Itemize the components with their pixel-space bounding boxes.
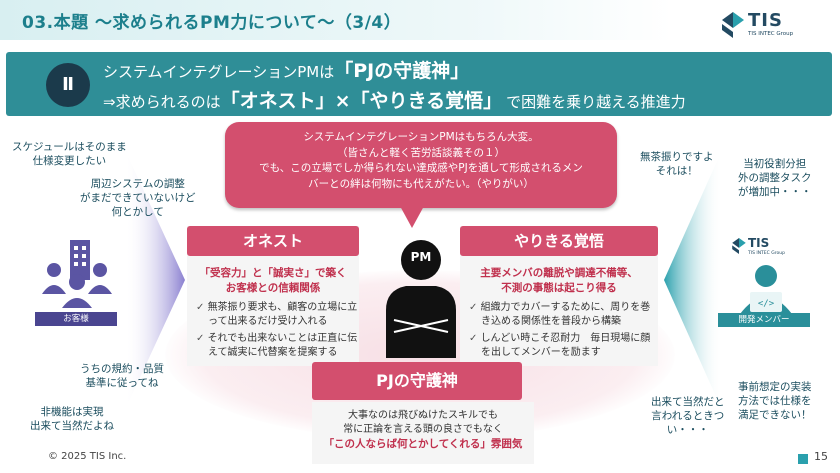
member-tis-logo-icon (732, 238, 746, 254)
page-number: 15 (814, 450, 828, 463)
logo-text: TIS (748, 10, 783, 31)
speech-text: システムインテグレーションPMはもちろん大変。 （皆さんと軽く苦労話談義その１）… (259, 131, 583, 190)
yarikiru-bullet-1: ✓ 組織力でカバーするために、周りを巻き込める関係性を普段から構築 (469, 302, 651, 327)
banner-line-1: システムインテグレーションPMは「PJの守護神」 (103, 56, 469, 83)
honest-bullet-1: ✓ 無茶振り要求も、顧客の立場に立って出来るだけ受け入れる (196, 302, 358, 327)
customer-quote-3: うちの規約・品質基準に従ってね (80, 363, 164, 389)
slide-title: 03.本題 ～求められるPM力について～（3/4） (22, 13, 402, 33)
customer-quote-1: スケジュールはそのまま仕様変更したい (12, 141, 127, 167)
member-quote-2: 当初役割分担外の調整タスクが増加中・・・ (738, 158, 812, 198)
banner-line-1-emphasis: 「PJの守護神」 (334, 60, 470, 82)
honest-title: オネスト (187, 226, 359, 256)
member-quote-3: 出来て当然だと言われるときつい・・・ (651, 396, 725, 436)
banner-line-2-text: ⇒求められるのは (103, 93, 221, 111)
banner-line-2-tail: で困難を乗り越える推進力 (506, 93, 686, 111)
guardian-text: 大事なのは飛びぬけたスキルでも 常に正論を言える頭の良さでもなく 「この人ならば… (312, 409, 534, 451)
speech-bubble-tail (400, 206, 424, 228)
member-quote-4: 事前想定の実装方法では仕様を満足できない！ (738, 381, 812, 421)
tis-logo-icon (722, 12, 744, 38)
customer-building-icon (42, 240, 112, 308)
pm-label: PM (410, 250, 432, 264)
yarikiru-subtitle: 主要メンバの離脱や調達不備等、不測の事態は起こり得る (480, 267, 638, 294)
member-logo-subtext: TIS INTEC Group (748, 251, 785, 256)
guardian-emphasis: 「この人ならば何とかしてくれる」雰囲気 (323, 438, 523, 450)
banner-line-2: ⇒求められるのは「オネスト」×「やりきる覚悟」で困難を乗り越える推進力 (103, 86, 686, 113)
member-quote-1: 無茶振りですよそれは！ (640, 151, 714, 177)
pressure-arrow-right-icon (664, 150, 722, 410)
member-logo-text: TIS (748, 236, 770, 250)
honest-bullet-2: ✓ それでも出来ないことは正直に伝えて誠実に代替案を提案する (196, 333, 358, 358)
yarikiru-title: やりきる覚悟 (460, 226, 658, 256)
theme-banner (6, 52, 832, 116)
pm-person-icon (386, 240, 456, 358)
section-numeral: Ⅱ (46, 63, 90, 107)
banner-line-1-text: システムインテグレーションPMは (103, 63, 335, 81)
yarikiru-bullet-2: ✓ しんどい時こそ忍耐力 毎日現場に顔を出してメンバーを励ます (469, 333, 651, 358)
honest-bullets: ✓ 無茶振り要求も、顧客の立場に立って出来るだけ受け入れる ✓ それでも出来ない… (196, 301, 362, 363)
logo-subtext: TIS INTEC Group (748, 31, 794, 37)
customer-quote-2: 周辺システムの調整がまだできていないけど何とかして (80, 178, 196, 218)
banner-line-2-emphasis: 「オネスト」×「やりきる覚悟」 (220, 90, 503, 112)
honest-subtitle: 「受容力」と「誠実さ」で築くお客様との信頼関係 (199, 267, 347, 294)
guardian-title: PJの守護神 (312, 362, 522, 400)
guardian-panel (312, 402, 534, 464)
pressure-arrow-left-icon (125, 150, 185, 410)
header-bar (0, 0, 840, 40)
copyright: © 2025 TIS Inc. (48, 451, 127, 462)
member-label: 開発メンバー (718, 313, 810, 327)
speech-bubble (225, 122, 617, 208)
page-marker (798, 454, 808, 464)
svg-text:</>: </> (758, 299, 775, 309)
yarikiru-bullets: ✓ 組織力でカバーするために、周りを巻き込める関係性を普段から構築 ✓ しんどい… (469, 301, 655, 363)
customer-quote-4: 非機能は実現出来て当然だよね (30, 406, 114, 432)
customer-label: お客様 (35, 312, 117, 326)
developer-icon: </> (740, 265, 792, 314)
